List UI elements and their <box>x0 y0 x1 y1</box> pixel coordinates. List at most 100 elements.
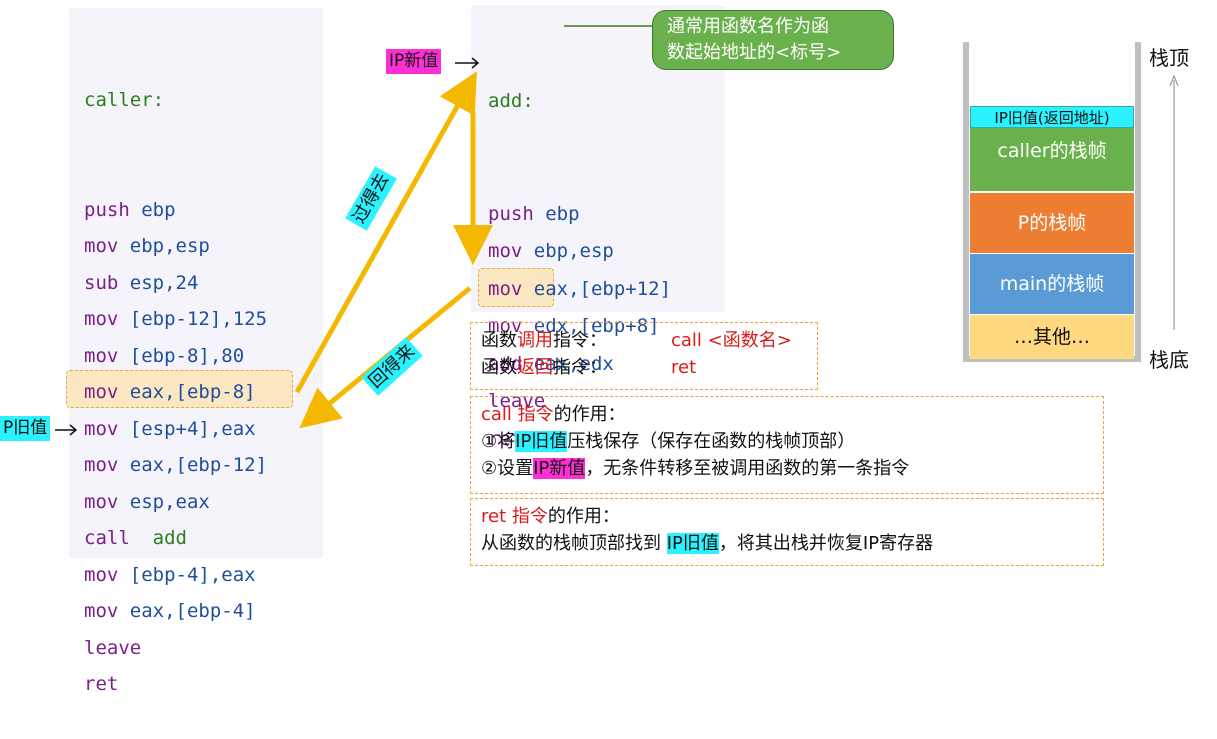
add-line: push ebp <box>488 196 671 234</box>
operands: ebp,esp <box>533 240 614 262</box>
caller-line: mov [ebp-4],eax <box>84 557 267 594</box>
opcode: push <box>84 198 130 221</box>
ret-instruction-line: 函数返回指令： ret <box>481 354 807 381</box>
stack-right-wall <box>1135 42 1141 362</box>
operands: [ebp-12],125 <box>129 308 268 330</box>
add-line: add eax,edx <box>488 346 671 384</box>
caller-code-panel <box>69 8 323 558</box>
opcode: mov <box>84 235 119 257</box>
caller-line: ret <box>84 666 267 703</box>
ret-line-highlight <box>478 268 554 307</box>
caller-line: push ebp <box>84 192 267 229</box>
ret-effect-title: ret 指令的作用： <box>481 503 1093 530</box>
caller-line: mov eax,[ebp-4] <box>84 593 267 630</box>
box2-l1-a: ①将 <box>481 431 516 452</box>
call-effect-box: call 指令的作用： ①将IP旧值压栈保存（保存在函数的栈帧顶部） ②设置IP… <box>470 396 1104 494</box>
opcode: add <box>488 352 523 375</box>
caller-line: call add <box>84 520 267 557</box>
opcode: mov <box>84 308 119 330</box>
box3-l1-b: ，将其出栈并恢复IP寄存器 <box>718 533 934 554</box>
opcode: sub <box>84 271 119 294</box>
caller-line: leave <box>84 630 267 667</box>
box2-l2-a: ②设置 <box>481 458 534 479</box>
box2-l1-hl: IP旧值 <box>515 431 568 452</box>
box1-l1-post: 指令： <box>553 330 607 351</box>
add-line: mov ebp,esp <box>488 233 671 271</box>
operands: eax,[ebp+12] <box>533 277 672 300</box>
caller-line: mov [ebp-8],80 <box>84 338 267 375</box>
opcode: leave <box>488 390 546 412</box>
add-line: ret <box>488 421 671 459</box>
operands: [ebp-8],80 <box>129 344 245 367</box>
box1-l2-post: 指令： <box>553 357 607 378</box>
caller-line: mov ebp,esp <box>84 228 267 265</box>
ip-new-tag: IP新值 <box>386 49 442 74</box>
caller-label: caller: <box>84 89 165 111</box>
go-arrow <box>294 71 477 394</box>
stack-bottom-label: 栈底 <box>1149 348 1189 372</box>
ret-effect-desc: 从函数的栈帧顶部找到 IP旧值，将其出栈并恢复IP寄存器 <box>481 530 1093 557</box>
operands: add <box>141 527 187 549</box>
opcode: leave <box>84 636 142 659</box>
box3-l1-a: 从函数的栈帧顶部找到 <box>481 533 667 554</box>
stack-bottom-wall <box>963 356 1141 362</box>
box2-l2-hl: IP新值 <box>533 458 586 479</box>
opcode: ret <box>488 427 523 450</box>
box1-l2-red: 返回 <box>517 357 553 378</box>
operands: edx,[ebp+8] <box>533 315 660 337</box>
add-line: mov edx,[ebp+8] <box>488 308 671 346</box>
opcode: mov <box>84 490 119 513</box>
box1-l2-val: ret <box>671 357 697 378</box>
go-tag: 过得去 <box>345 166 397 231</box>
opcode: mov <box>84 417 119 440</box>
opcode: ret <box>84 673 119 695</box>
box2-l2-b: ，无条件转移至被调用函数的第一条指令 <box>585 458 910 479</box>
stack-left-wall <box>963 42 969 362</box>
operands: eax,[ebp-12] <box>129 454 268 476</box>
operands: [esp+4],eax <box>129 417 256 440</box>
box1-l1-pre: 函数 <box>481 330 517 351</box>
add-line: mov eax,[ebp+12] <box>488 271 671 309</box>
opcode: mov <box>84 454 119 476</box>
instruction-summary-box: 函数调用指令： call <函数名> 函数返回指令： ret <box>470 322 818 390</box>
box2-l1-b: 压栈保存（保存在函数的栈帧顶部） <box>567 431 856 452</box>
opcode: call <box>84 527 130 549</box>
caller-line: mov esp,eax <box>84 484 267 521</box>
operands: eax,[ebp-4] <box>129 600 256 622</box>
add-line: leave <box>488 383 671 421</box>
operands: eax,[ebp-8] <box>129 381 256 403</box>
box3-title-post: 的作用： <box>547 506 620 527</box>
opcode: mov <box>488 315 523 337</box>
box3-l1-hl: IP旧值 <box>666 533 719 554</box>
ip-old-tag: P旧值 <box>0 416 51 441</box>
operands: esp,eax <box>129 490 210 513</box>
stack-top-label: 栈顶 <box>1149 46 1189 70</box>
opcode: mov <box>84 344 119 367</box>
stack-frame: main的栈帧 <box>970 254 1134 314</box>
opcode: mov <box>84 600 119 622</box>
callout-line-1: 通常用函数名作为函 <box>667 16 829 37</box>
caller-line: mov [esp+4],eax <box>84 411 267 448</box>
opcode: mov <box>84 381 119 403</box>
call-effect-step-1: ①将IP旧值压栈保存（保存在函数的栈帧顶部） <box>481 428 1093 455</box>
call-effect-title: call 指令的作用： <box>481 401 1093 428</box>
box3-title-red: ret 指令 <box>481 506 548 527</box>
call-instruction-line: 函数调用指令： call <函数名> <box>481 327 807 354</box>
caller-line: mov eax,[ebp-8] <box>84 374 267 411</box>
opcode: mov <box>488 240 523 262</box>
operands: ebp <box>545 202 580 225</box>
operands: ebp,esp <box>129 235 210 257</box>
box1-l1-red: 调用 <box>517 330 553 351</box>
box1-l2-pre: 函数 <box>481 357 517 378</box>
call-line-highlight <box>66 370 293 408</box>
stack-frame: …其他… <box>970 315 1134 359</box>
stack-frame: IP旧值(返回地址) <box>970 106 1134 128</box>
box1-l1-val: call <函数名> <box>671 330 792 351</box>
function-label-callout: 通常用函数名作为函 数起始地址的<标号> <box>652 10 894 70</box>
callout-line-2: 数起始地址的<标号> <box>667 42 842 63</box>
operands: esp,24 <box>129 271 199 294</box>
operands: [ebp-4],eax <box>129 563 256 586</box>
